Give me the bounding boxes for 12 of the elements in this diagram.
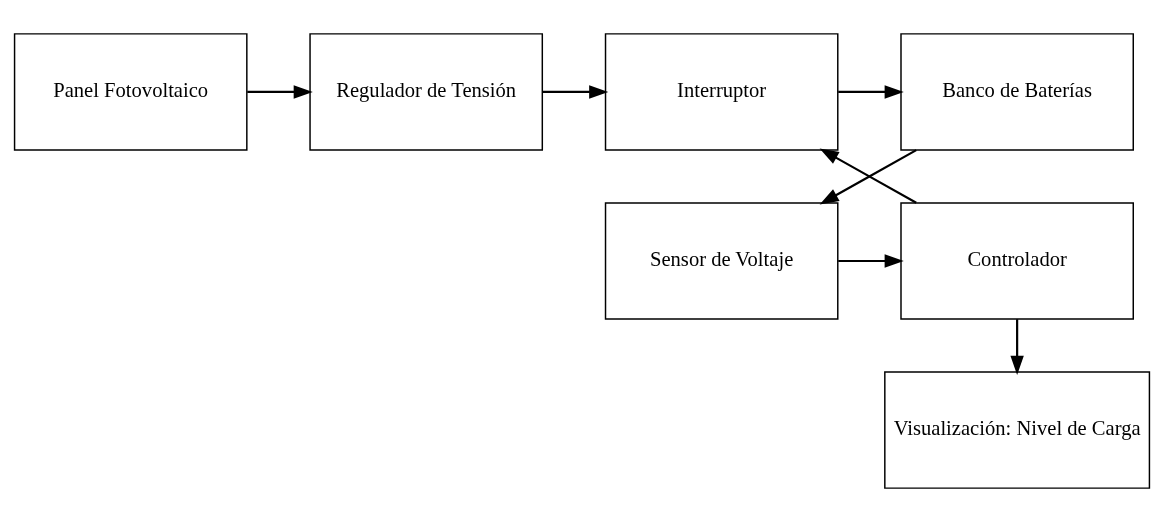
node-box: Panel Fotovoltaico — [13, 33, 248, 151]
arrow — [1010, 319, 1024, 375]
node-box: Regulador de Tensión — [309, 33, 544, 151]
arrow — [838, 85, 904, 99]
node-box: Controlador — [900, 202, 1134, 320]
node-box: Banco de Baterías — [900, 33, 1134, 151]
node-box: Sensor de Voltaje — [604, 202, 839, 320]
node-box: Interruptor — [604, 33, 839, 151]
arrow — [542, 85, 609, 99]
arrow — [838, 254, 904, 268]
arrow — [247, 85, 313, 99]
node-box: Visualización: Nivel de Carga — [884, 371, 1151, 489]
